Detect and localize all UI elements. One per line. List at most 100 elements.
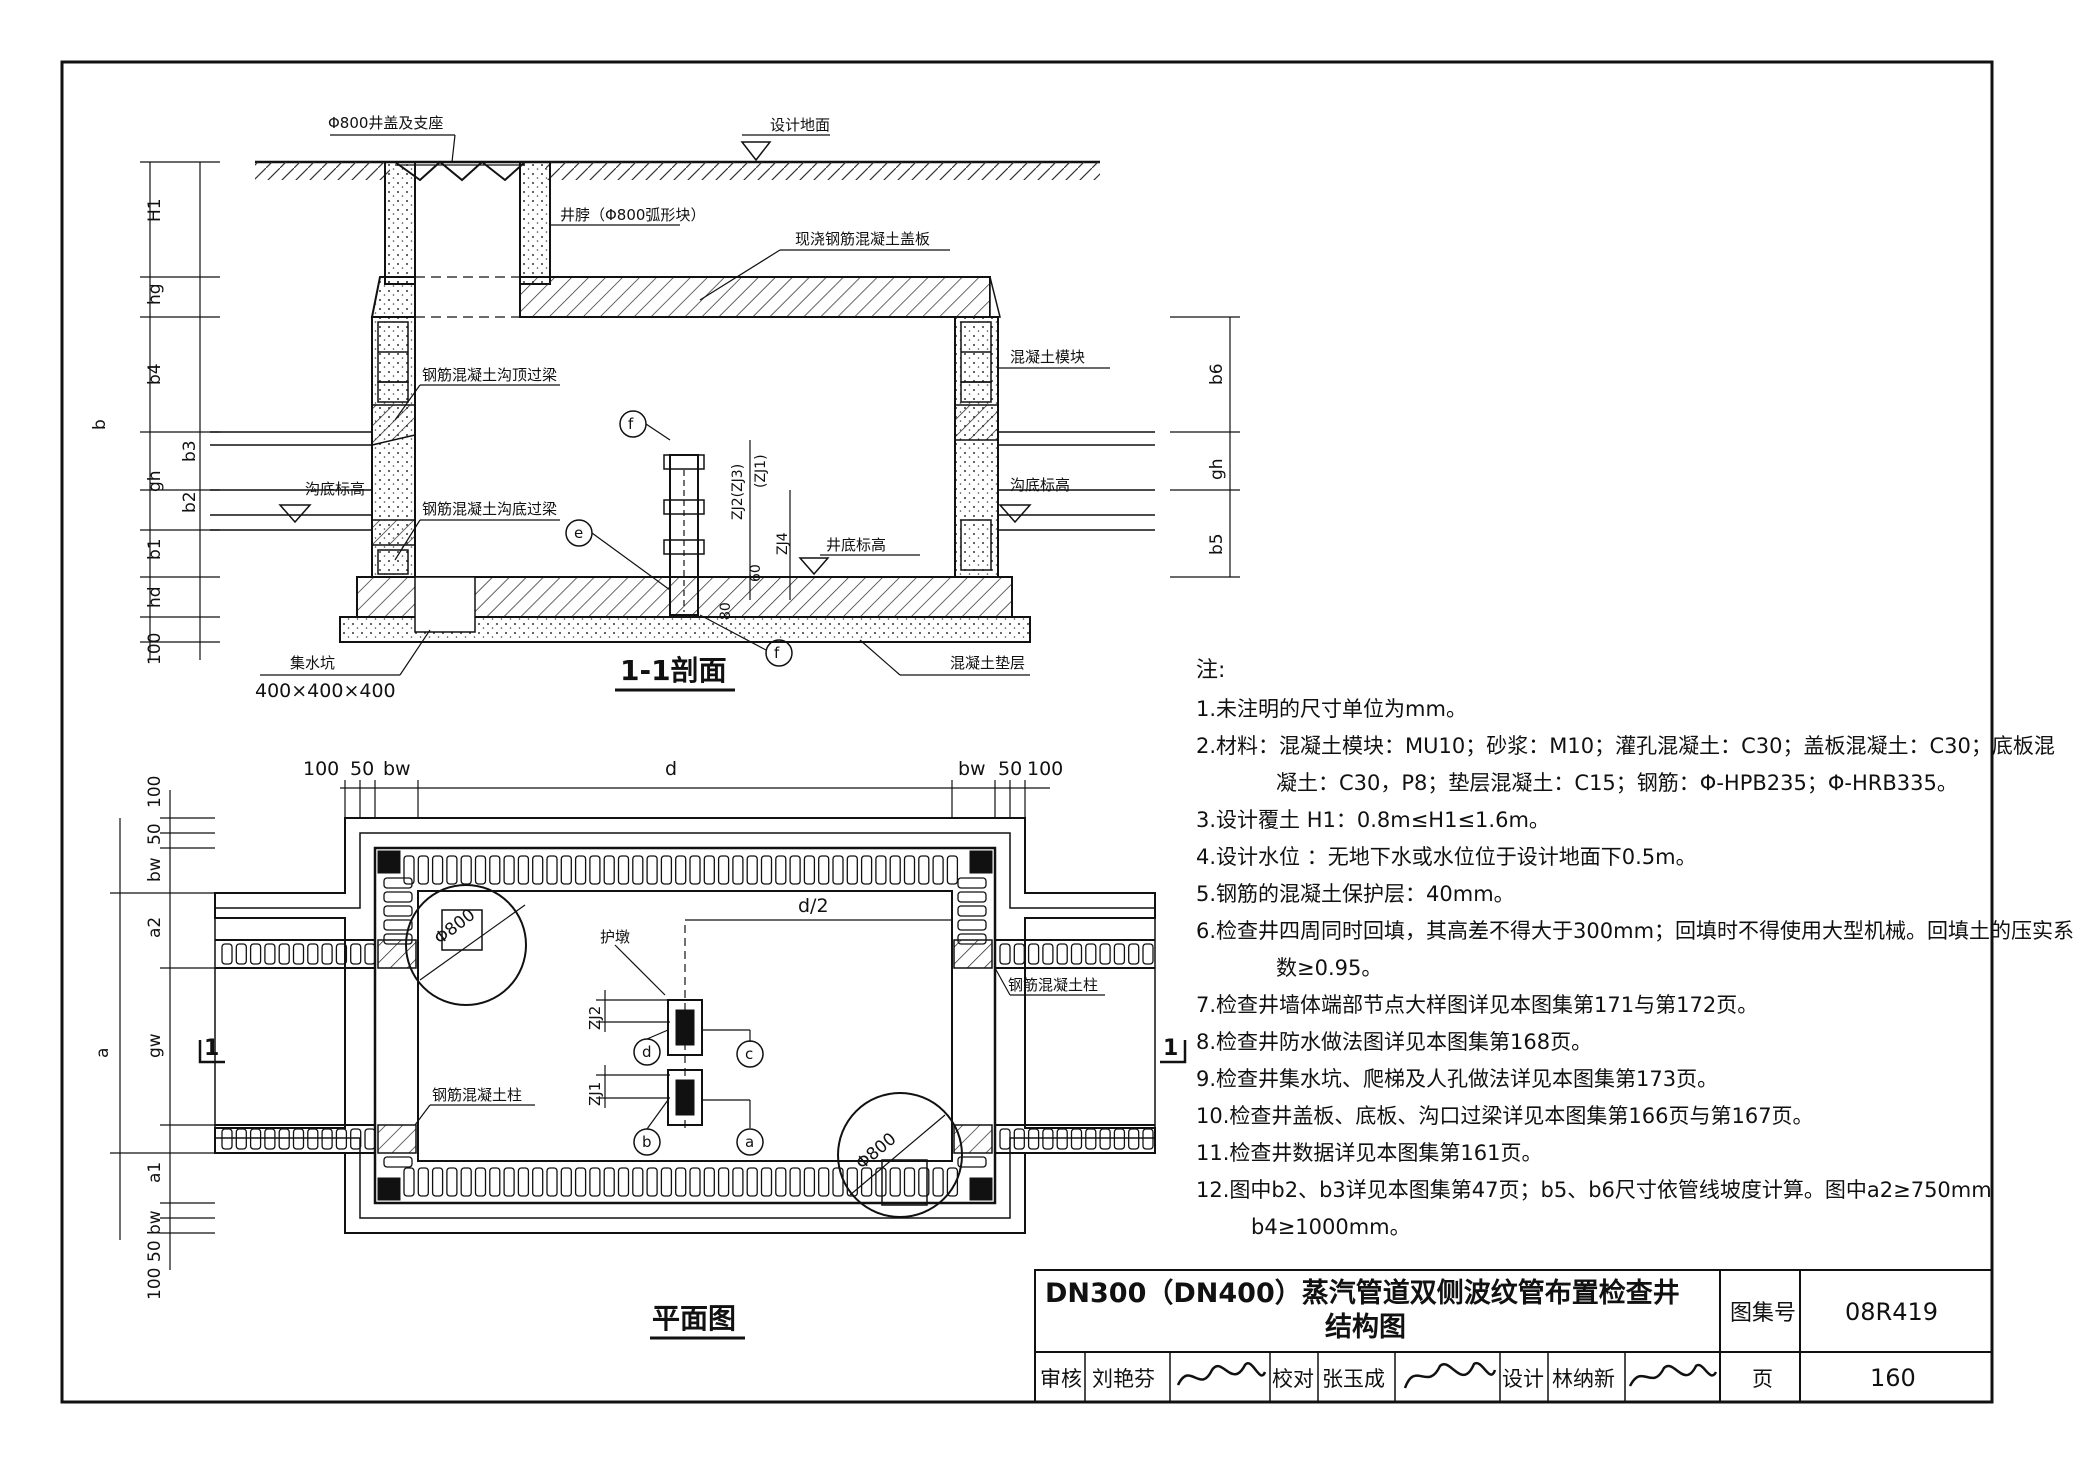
label-zj2: ZJ2: [586, 1006, 604, 1030]
dim-hd: hd: [145, 586, 165, 608]
block-cell: [957, 877, 987, 889]
block-cell: [1099, 943, 1111, 965]
block-cell: [235, 943, 247, 965]
block-cell: [689, 1167, 701, 1197]
block-cell: [660, 1167, 673, 1197]
block-cell: [264, 1128, 276, 1150]
note-item: 1.未注明的尺寸单位为mm。: [1196, 697, 1467, 721]
block-cell: [832, 1167, 844, 1197]
block-cell: [832, 855, 844, 885]
block-cell: [350, 1128, 362, 1150]
block-cell: [350, 943, 362, 965]
block-cell: [632, 1167, 644, 1197]
block-cell: [364, 1128, 376, 1150]
dim-left-50: 50: [145, 823, 165, 845]
block-cell: [517, 855, 530, 885]
block-cell: [335, 1128, 348, 1150]
block-cell: [560, 1167, 572, 1197]
block-cell: [946, 1167, 959, 1197]
dim-b4: b4: [145, 363, 165, 385]
block-cell: [383, 877, 413, 889]
block-cell: [746, 855, 758, 885]
block-cell: [875, 855, 887, 885]
note-item: 12.图中b2、b3详见本图集第47页；b5、b6尺寸依管线坡度计算。图中a2≥…: [1196, 1178, 1992, 1202]
block-cell: [249, 1128, 262, 1150]
block-cell: [1013, 1128, 1025, 1150]
block-cell: [818, 1167, 830, 1197]
block-cell: [1042, 943, 1054, 965]
block-cell: [1128, 1128, 1140, 1150]
block-cell: [789, 855, 801, 885]
block-cell: [1142, 943, 1154, 965]
block-cell: [717, 1167, 730, 1197]
block-cell: [1128, 943, 1140, 965]
note-item: 4.设计水位 ：无地下水或水位位于设计地面下0.5m。: [1196, 845, 1697, 869]
dim-b6: b6: [1207, 363, 1227, 385]
block-cell: [803, 855, 816, 885]
section-mark-right: 1: [1163, 1036, 1178, 1061]
block-cell: [574, 855, 587, 885]
block-cell: [364, 943, 376, 965]
block-cell: [689, 855, 701, 885]
block-cell: [292, 943, 305, 965]
block-cell: [1027, 1128, 1040, 1150]
block-cell: [383, 891, 413, 903]
title-block: [1034, 1269, 1993, 1403]
block-cell: [589, 855, 601, 885]
label-trench-bottom-left: 沟底标高: [305, 480, 365, 498]
label-slab: 现浇钢筋混凝土盖板: [795, 230, 930, 248]
dim-left-a2: a2: [145, 917, 165, 938]
note-item: b4≥1000mm。: [1251, 1215, 1411, 1239]
block-cell: [675, 1167, 687, 1197]
block-cell: [603, 855, 615, 885]
plan-title: 平面图: [652, 1302, 736, 1335]
label-well-bottom: 井底标高: [826, 536, 886, 554]
block-cell: [918, 1167, 930, 1197]
block-cell: [1070, 943, 1083, 965]
block-cell: [860, 855, 873, 885]
callout-d: d: [642, 1043, 652, 1061]
block-cell: [532, 855, 544, 885]
block-cell: [889, 1167, 901, 1197]
dim-top-50-right: 50: [998, 758, 1022, 780]
block-cell: [1056, 943, 1068, 965]
label-sump: 集水坑: [290, 654, 335, 672]
block-cell: [646, 1167, 658, 1197]
label-column-left: 钢筋混凝土柱: [432, 1086, 522, 1104]
label-sump-size: 400×400×400: [255, 680, 396, 702]
label-ground: 设计地面: [770, 116, 830, 134]
note-item: 3.设计覆土 H1：0.8m≤H1≤1.6m。: [1196, 808, 1550, 832]
dim-left-bw-top: bw: [145, 857, 165, 882]
dim-60: 60: [748, 564, 764, 582]
dim-zj1: (ZJ1): [753, 454, 769, 488]
block-cell: [818, 855, 830, 885]
block-cell: [803, 1167, 816, 1197]
block-cell: [957, 1156, 987, 1168]
block-cell: [249, 943, 262, 965]
label-column-right: 钢筋混凝土柱: [1008, 976, 1098, 994]
block-cell: [675, 855, 687, 885]
block-cell: [264, 943, 276, 965]
block-cell: [307, 943, 319, 965]
block-cell: [431, 1167, 444, 1197]
block-cell: [221, 943, 233, 965]
block-cell: [999, 943, 1011, 965]
callout-a: a: [745, 1133, 754, 1151]
section-view: [140, 134, 1240, 692]
callout-b: b: [642, 1133, 652, 1151]
dim-left-a: a: [93, 1048, 113, 1058]
block-cell: [560, 855, 572, 885]
atlas-label: 图集号: [1730, 1301, 1796, 1326]
block-cell: [760, 1167, 773, 1197]
signature-designer: [1628, 1363, 1718, 1387]
design-label: 设计: [1502, 1367, 1544, 1391]
block-cell: [1070, 1128, 1083, 1150]
dim-top-d: d: [665, 758, 677, 780]
block-cell: [932, 1167, 944, 1197]
label-cover: Φ800井盖及支座: [328, 114, 443, 132]
block-cell: [760, 855, 773, 885]
block-cell: [517, 1167, 530, 1197]
section-mark-left: 1: [204, 1036, 219, 1061]
block-cell: [278, 943, 290, 965]
